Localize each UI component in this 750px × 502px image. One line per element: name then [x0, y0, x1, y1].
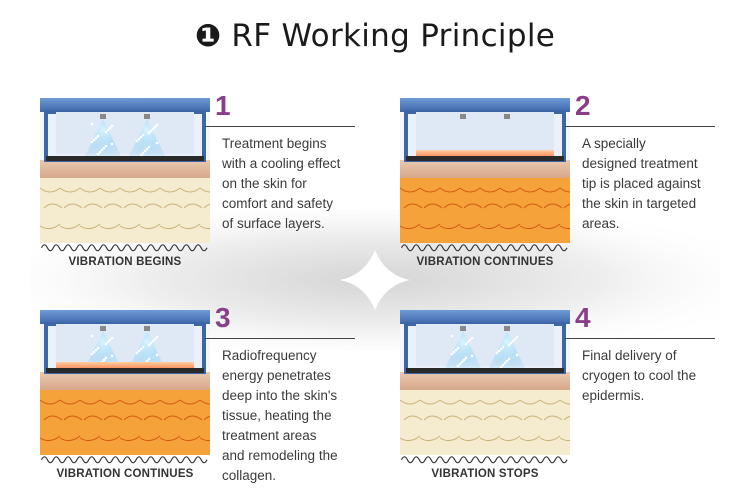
step-text-line: Treatment begins [222, 136, 327, 151]
step-text-line: Final delivery of [582, 348, 677, 363]
step-number: 2 [575, 90, 591, 121]
step-number: 4 [575, 302, 591, 333]
vibration-label: VIBRATION BEGINS [68, 256, 182, 268]
step-text-line: of surface layers. [222, 216, 325, 231]
step-description: Radiofrequency energy penetrates deep into… [222, 346, 362, 486]
step-divider [565, 338, 715, 339]
step-panel-1: 1 Treatment begins with a cooling effect o… [30, 80, 360, 280]
treatment-device-illustration [40, 98, 210, 243]
vibration-indicator: VIBRATION CONTINUES [400, 240, 570, 268]
step-text-line: areas. [582, 216, 620, 231]
title-text: RF Working Principle [231, 18, 556, 54]
diagram-stage: 1 Treatment begins with a cooling effect o… [0, 70, 750, 490]
step-text-line: cryogen to cool the [582, 368, 697, 383]
step-panel-4: 4 Final delivery of cryogen to cool the ep… [390, 292, 720, 492]
step-description: Treatment begins with a cooling effect on … [222, 134, 362, 234]
vibration-wave [400, 244, 568, 252]
vibration-wave [40, 456, 208, 464]
step-text-line: with a cooling effect [222, 156, 341, 171]
step-text-line: tissue, heating the [222, 408, 332, 423]
vibration-wave [400, 456, 568, 464]
step-text-line: tip is placed against [582, 176, 701, 191]
step-divider [565, 126, 715, 127]
step-number: 3 [215, 302, 231, 333]
vibration-indicator: VIBRATION CONTINUES [40, 452, 210, 480]
step-text-line: Radiofrequency [222, 348, 317, 363]
treatment-device-illustration [400, 310, 570, 455]
step-text-line: treatment areas [222, 428, 317, 443]
vibration-label: VIBRATION CONTINUES [416, 256, 554, 268]
step-panel-2: 2 A specially designed treatment tip is pl… [390, 80, 720, 280]
step-description: Final delivery of cryogen to cool the epid… [582, 346, 722, 406]
step-divider [205, 126, 355, 127]
step-description: A specially designed treatment tip is plac… [582, 134, 722, 234]
vibration-label: VIBRATION CONTINUES [56, 468, 194, 480]
step-text-line: deep into the skin's [222, 388, 338, 403]
step-text-line: A specially [582, 136, 646, 151]
vibration-wave [40, 244, 208, 252]
vibration-indicator: VIBRATION BEGINS [40, 240, 210, 268]
step-text-line: energy penetrates [222, 368, 331, 383]
step-text-line: designed treatment [582, 156, 698, 171]
step-panel-3: 3 Radiofrequency energy penetrates deep in… [30, 292, 360, 492]
step-number: 1 [215, 90, 231, 121]
treatment-device-illustration [40, 310, 210, 455]
treatment-device-illustration [400, 98, 570, 243]
vibration-label: VIBRATION STOPS [431, 468, 539, 480]
step-text-line: and remodeling the [222, 448, 338, 463]
title-marker: ❶ [194, 18, 222, 54]
vibration-indicator: VIBRATION STOPS [400, 452, 570, 480]
step-text-line: the skin in targeted [582, 196, 697, 211]
step-text-line: collagen. [222, 468, 277, 483]
step-text-line: on the skin for [222, 176, 307, 191]
step-text-line: comfort and safety [222, 196, 334, 211]
step-text-line: epidermis. [582, 388, 645, 403]
step-divider [205, 338, 355, 339]
